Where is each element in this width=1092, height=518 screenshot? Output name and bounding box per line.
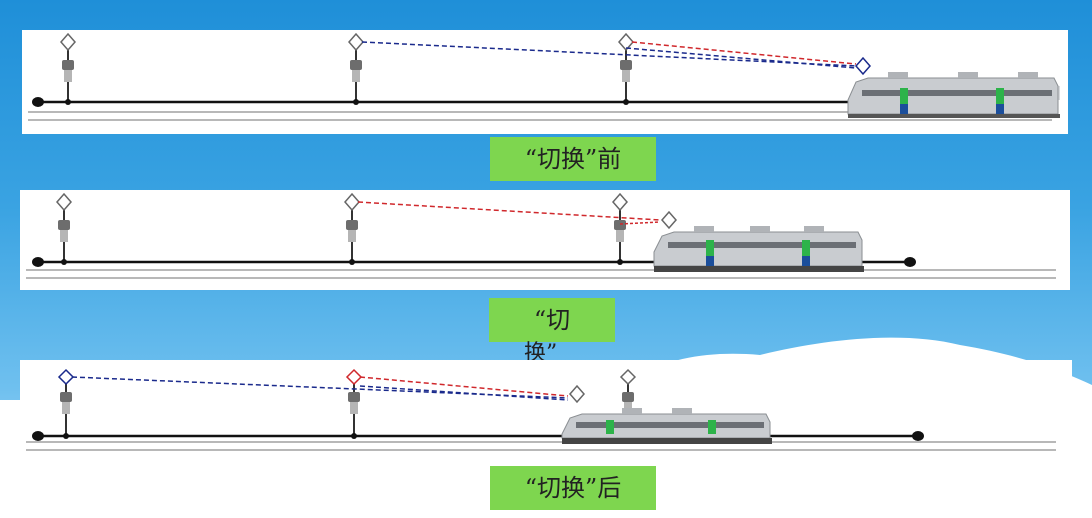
- blue-dashed-link: [359, 385, 569, 401]
- label-after-switch: “切换”后: [490, 466, 656, 510]
- signal-icon: [60, 32, 76, 105]
- signal-icon: [618, 32, 634, 105]
- label-before-switch: “切换”前: [490, 137, 656, 181]
- train-icon: [561, 384, 772, 444]
- scene-during-switch: [20, 190, 1070, 290]
- scene-during-diagram: [26, 192, 1056, 279]
- blue-dashed-link: [625, 47, 857, 69]
- red-dashed-link: [357, 201, 661, 221]
- signal-icon: [57, 368, 75, 439]
- signal-icon: [345, 368, 363, 439]
- railway-ties: [26, 269, 1056, 279]
- label-during-line1: “切: [533, 306, 571, 334]
- track-end-icon: [912, 431, 924, 441]
- signal-icon: [344, 192, 360, 265]
- train-icon: [653, 210, 864, 272]
- track-end-icon: [32, 431, 44, 441]
- signal-icon: [612, 192, 628, 265]
- red-dashed-link: [631, 41, 857, 65]
- scene-before-diagram: [28, 32, 1060, 121]
- train-icon: [847, 56, 1060, 118]
- track-end-icon: [32, 97, 44, 107]
- blue-dashed-link: [71, 376, 569, 399]
- label-during-switch: “切: [489, 298, 615, 342]
- signal-icon: [348, 32, 364, 105]
- blue-dashed-link: [361, 41, 857, 67]
- scene-after-switch: [20, 360, 1072, 460]
- railway-ties: [26, 441, 1056, 451]
- red-dashed-link: [359, 376, 569, 397]
- scene-after-diagram: [26, 368, 1056, 451]
- signal-icon: [56, 192, 72, 265]
- scene-before-switch: [22, 30, 1068, 134]
- track-end-icon: [904, 257, 916, 267]
- red-dashed-link: [619, 221, 661, 225]
- track-end-icon: [32, 257, 44, 267]
